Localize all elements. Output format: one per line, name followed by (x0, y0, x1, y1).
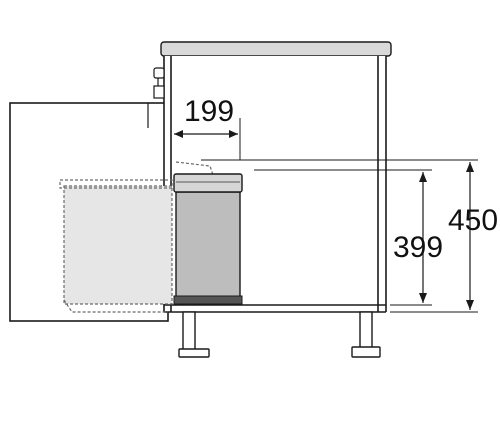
waste-bin (173, 173, 243, 305)
countertop (160, 41, 392, 57)
reference-lines (201, 118, 478, 313)
outer-height-dimension: 450 (448, 162, 498, 310)
width-dimension: 199 (174, 95, 238, 138)
width-label: 199 (184, 95, 234, 128)
inner-height-dimension: 399 (393, 172, 443, 303)
cabinet-legs (178, 311, 381, 358)
outer-height-label: 450 (448, 204, 498, 237)
pulled-out-bin-ghost (59, 161, 215, 313)
inner-height-label: 399 (393, 231, 443, 264)
hinge-knob-icon (153, 67, 165, 99)
